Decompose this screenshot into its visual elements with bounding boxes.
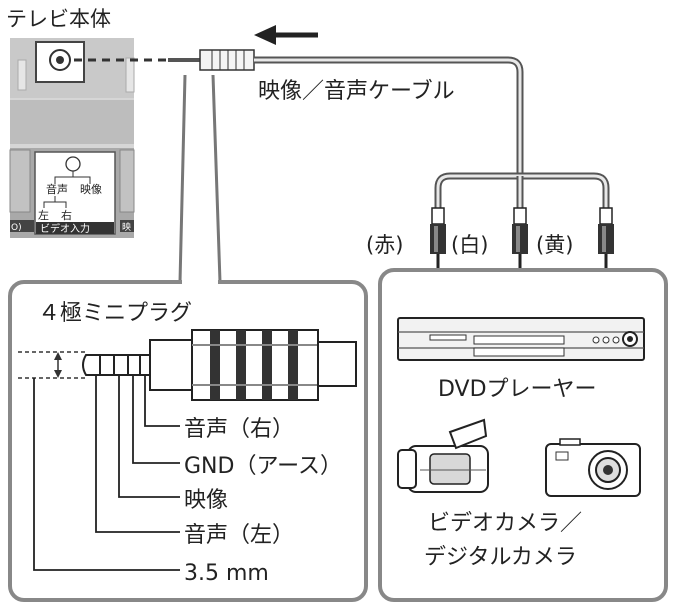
digital-camera-icon <box>545 438 641 497</box>
tv-title: テレビ本体 <box>6 7 111 31</box>
tv-rear-panel: 音声 映像 左 右 ビデオ入力 O) 映 <box>9 38 135 238</box>
plug-yellow-label: (黄) <box>536 233 573 257</box>
miniplug-enlarged <box>18 329 357 401</box>
av-cable <box>254 56 524 175</box>
camera-label-line1: ビデオカメラ／ <box>428 511 582 536</box>
camera-label-line2: デジタルカメラ <box>424 545 577 570</box>
panel-edge-left: O) <box>11 223 22 233</box>
plug-red-label: (赤) <box>366 233 403 257</box>
pin-label-gnd: GND（アース） <box>184 454 342 479</box>
panel-left-label: 左 <box>38 209 49 222</box>
panel-right-label: 右 <box>61 208 72 222</box>
pin-label-video: 映像 <box>184 488 228 513</box>
video-input-box: 音声 映像 左 右 ビデオ入力 <box>34 151 116 235</box>
dvd-label: DVDプレーヤー <box>438 377 597 402</box>
rca-plug-red <box>430 207 446 268</box>
pin-label-audio-left: 音声（左） <box>184 523 294 548</box>
rca-plug-white <box>512 207 528 268</box>
rca-plug-yellow <box>598 207 614 268</box>
video-camera-icon <box>397 418 489 493</box>
plug-white-label: (白) <box>451 233 488 257</box>
pin-label-audio-right: 音声（右） <box>184 417 294 442</box>
cable-splitter <box>434 172 610 208</box>
pin-label-diameter: 3.5 mm <box>184 561 269 586</box>
panel-audio-label: 音声 <box>46 182 68 196</box>
top-plug <box>168 49 255 71</box>
cable-label: 映像／音声ケーブル <box>258 79 455 104</box>
panel-video-label: 映像 <box>80 183 102 196</box>
jack-icon <box>65 156 81 172</box>
callout-lines <box>178 74 222 283</box>
dvd-player-icon <box>397 317 645 361</box>
miniplug-title: ４極ミニプラグ <box>38 301 192 326</box>
pin-leader-lines <box>33 375 180 571</box>
panel-input-label: ビデオ入力 <box>40 222 90 235</box>
direction-arrow-icon <box>254 25 318 45</box>
panel-edge-right: 映 <box>122 221 131 233</box>
